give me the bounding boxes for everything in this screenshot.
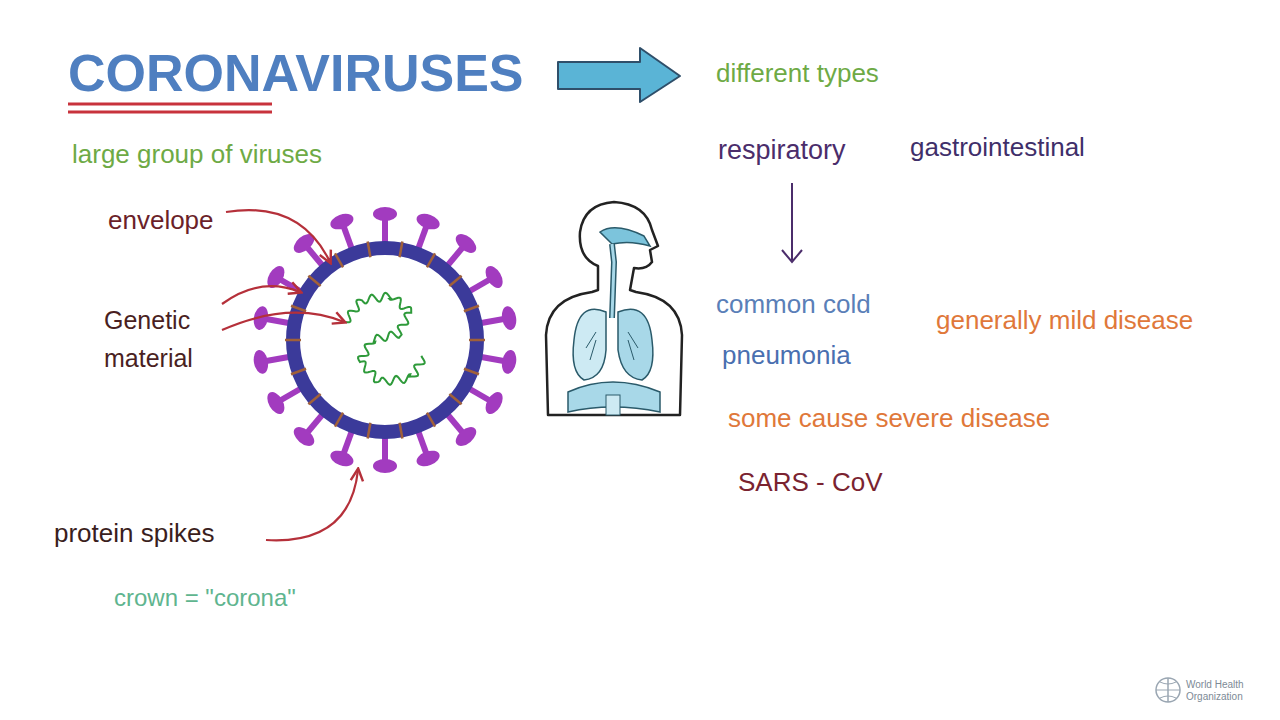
spike-knob	[414, 448, 441, 469]
spikes	[252, 207, 518, 473]
disease: common cold	[716, 289, 871, 320]
part-label: Genetic material	[104, 302, 222, 377]
genetic-coil	[345, 293, 425, 385]
spike-stem	[382, 218, 388, 245]
spine	[606, 395, 620, 415]
spike-knob	[264, 389, 288, 417]
spike-knob	[482, 263, 506, 291]
spike-knob	[328, 211, 355, 232]
leader-arrow	[226, 210, 330, 262]
disease: pneumonia	[722, 340, 851, 371]
spike-stem	[467, 388, 490, 402]
spike-knob	[252, 349, 270, 375]
spike-stem	[479, 319, 506, 324]
ring-tick	[464, 306, 479, 311]
note: generally mild disease	[936, 305, 1193, 336]
note: some cause severe disease	[728, 403, 1050, 434]
spike-stem	[307, 247, 324, 268]
airway	[612, 244, 614, 318]
spike-stem	[265, 356, 292, 361]
spike-knob	[373, 207, 397, 221]
ring-tick	[400, 423, 403, 439]
ring-tick	[368, 242, 371, 258]
down-arrow-head	[782, 250, 802, 262]
category: gastrointestinal	[910, 132, 1085, 163]
part-label: protein spikes	[54, 518, 214, 549]
spike-stem	[279, 279, 302, 293]
spike-knob	[452, 423, 479, 449]
bronchi	[586, 332, 638, 360]
spike-knob	[290, 230, 317, 256]
leader-arrow	[266, 470, 358, 540]
spike-knob	[500, 349, 518, 375]
heading-note: different types	[716, 58, 879, 89]
underline	[68, 111, 272, 114]
big-arrow	[558, 48, 680, 102]
left-lung	[573, 309, 606, 380]
spike-knob	[373, 459, 397, 473]
spike-stem	[265, 319, 292, 324]
who-emblem	[1156, 678, 1180, 702]
virus	[252, 207, 518, 473]
spike-stem	[343, 225, 352, 250]
spike-knob	[452, 230, 479, 256]
emblem-circle	[1156, 678, 1180, 702]
spike-stem	[382, 435, 388, 462]
ring-ticks	[285, 242, 485, 439]
spike-stem	[446, 413, 463, 434]
spike-knob	[414, 211, 441, 232]
spike-knob	[328, 448, 355, 469]
ring-tick	[464, 369, 479, 374]
envelope-ring	[293, 248, 477, 432]
subtitle: large group of viruses	[72, 139, 322, 170]
ring-tick	[308, 394, 320, 404]
spike-knob	[482, 389, 506, 417]
category: respiratory	[718, 134, 846, 166]
airway-inner	[612, 244, 614, 318]
ring-tick	[449, 394, 461, 404]
emblem-lines	[1156, 682, 1180, 698]
spike-stem	[279, 388, 302, 402]
body-outline	[546, 202, 682, 415]
nasal-cavity	[600, 228, 650, 246]
ring-tick	[427, 413, 435, 427]
spike-stem	[467, 279, 490, 293]
spike-stem	[343, 429, 352, 454]
spike-stem	[417, 429, 426, 454]
leader-arrow	[222, 313, 344, 330]
title: CORONAVIRUSES	[68, 42, 524, 104]
ring-tick	[449, 276, 461, 286]
spike-knob	[290, 423, 317, 449]
spike-stem	[307, 413, 324, 434]
watermark: World Health Organization	[1186, 679, 1258, 702]
spike-stem	[479, 356, 506, 361]
ring-tick	[427, 253, 435, 267]
ring-tick	[335, 413, 343, 427]
human-torso	[546, 202, 682, 415]
ring-tick	[335, 253, 343, 267]
part-label: envelope	[108, 205, 214, 236]
note: crown = "corona"	[114, 584, 296, 613]
ring-tick	[291, 369, 306, 374]
underline	[68, 103, 272, 106]
ring-tick	[469, 339, 485, 342]
ring-tick	[285, 339, 301, 342]
ring-tick	[400, 242, 403, 258]
leader-arrow	[222, 286, 300, 304]
spike-stem	[446, 247, 463, 268]
spike-stem	[417, 225, 426, 250]
virus-name: SARS - CoV	[738, 467, 883, 498]
spike-knob	[500, 305, 518, 331]
ring-tick	[291, 306, 306, 311]
ring-tick	[308, 276, 320, 286]
ring-tick	[368, 423, 371, 439]
down-arrow	[791, 183, 793, 260]
